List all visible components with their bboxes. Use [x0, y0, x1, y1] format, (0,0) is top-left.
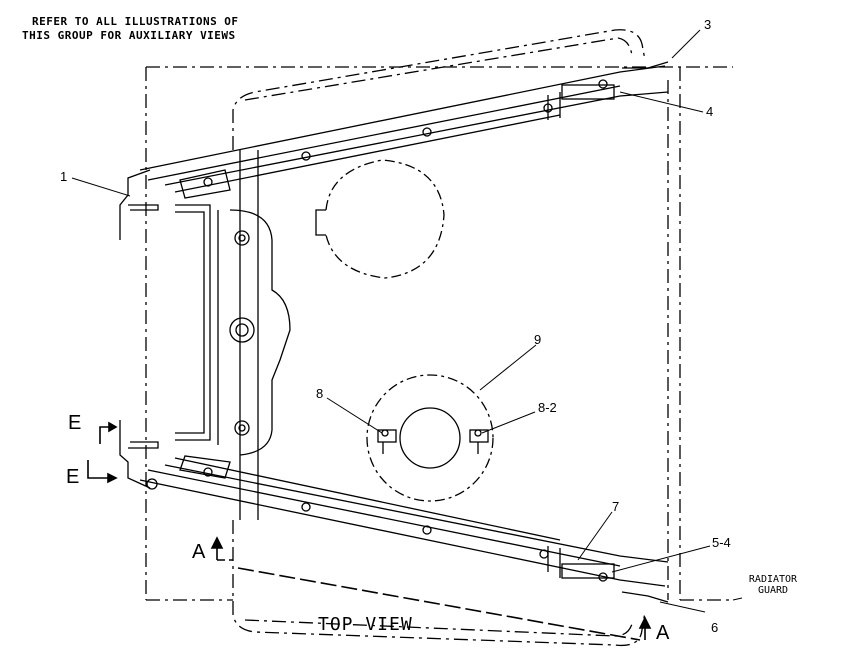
note-line-1: REFER TO ALL ILLUSTRATIONS OF [32, 15, 239, 28]
section-arrow-e [87, 421, 118, 484]
callout-3: 3 [704, 17, 712, 32]
section-label-e-bottom: E [66, 466, 80, 488]
radiator-guard-line-1: RADIATOR [748, 574, 798, 585]
radiator-guard-label: RADIATOR GUARD [738, 574, 808, 596]
section-label-a-left: A [192, 541, 206, 563]
note-line-2: THIS GROUP FOR AUXILIARY VIEWS [22, 29, 236, 42]
section-label-a-right: A [656, 622, 670, 644]
left-bracket [119, 150, 291, 520]
callout-7: 7 [612, 499, 620, 514]
section-label-e-top: E [68, 412, 82, 434]
upper-dashed-circle [325, 159, 445, 279]
lower-dashed-circle [366, 374, 494, 502]
callout-1: 1 [60, 169, 68, 184]
callout-8: 8 [316, 386, 324, 401]
circle-tab [315, 209, 326, 236]
callout-6: 6 [711, 620, 719, 635]
callout-8-2: 8-2 [538, 400, 557, 415]
view-title: TOP VIEW [318, 614, 413, 635]
inner-circle [399, 407, 461, 469]
radiator-guard-line-2: GUARD [757, 585, 789, 596]
callout-9: 9 [534, 332, 542, 347]
upper-rail [139, 61, 669, 193]
callout-5-4: 5-4 [712, 535, 731, 550]
clamp-bolts [377, 429, 489, 454]
callout-4: 4 [706, 104, 714, 119]
dashed-boundary [145, 66, 733, 601]
leader-lines [71, 29, 743, 613]
section-arrow-a [210, 536, 652, 641]
lower-rail [139, 457, 669, 603]
